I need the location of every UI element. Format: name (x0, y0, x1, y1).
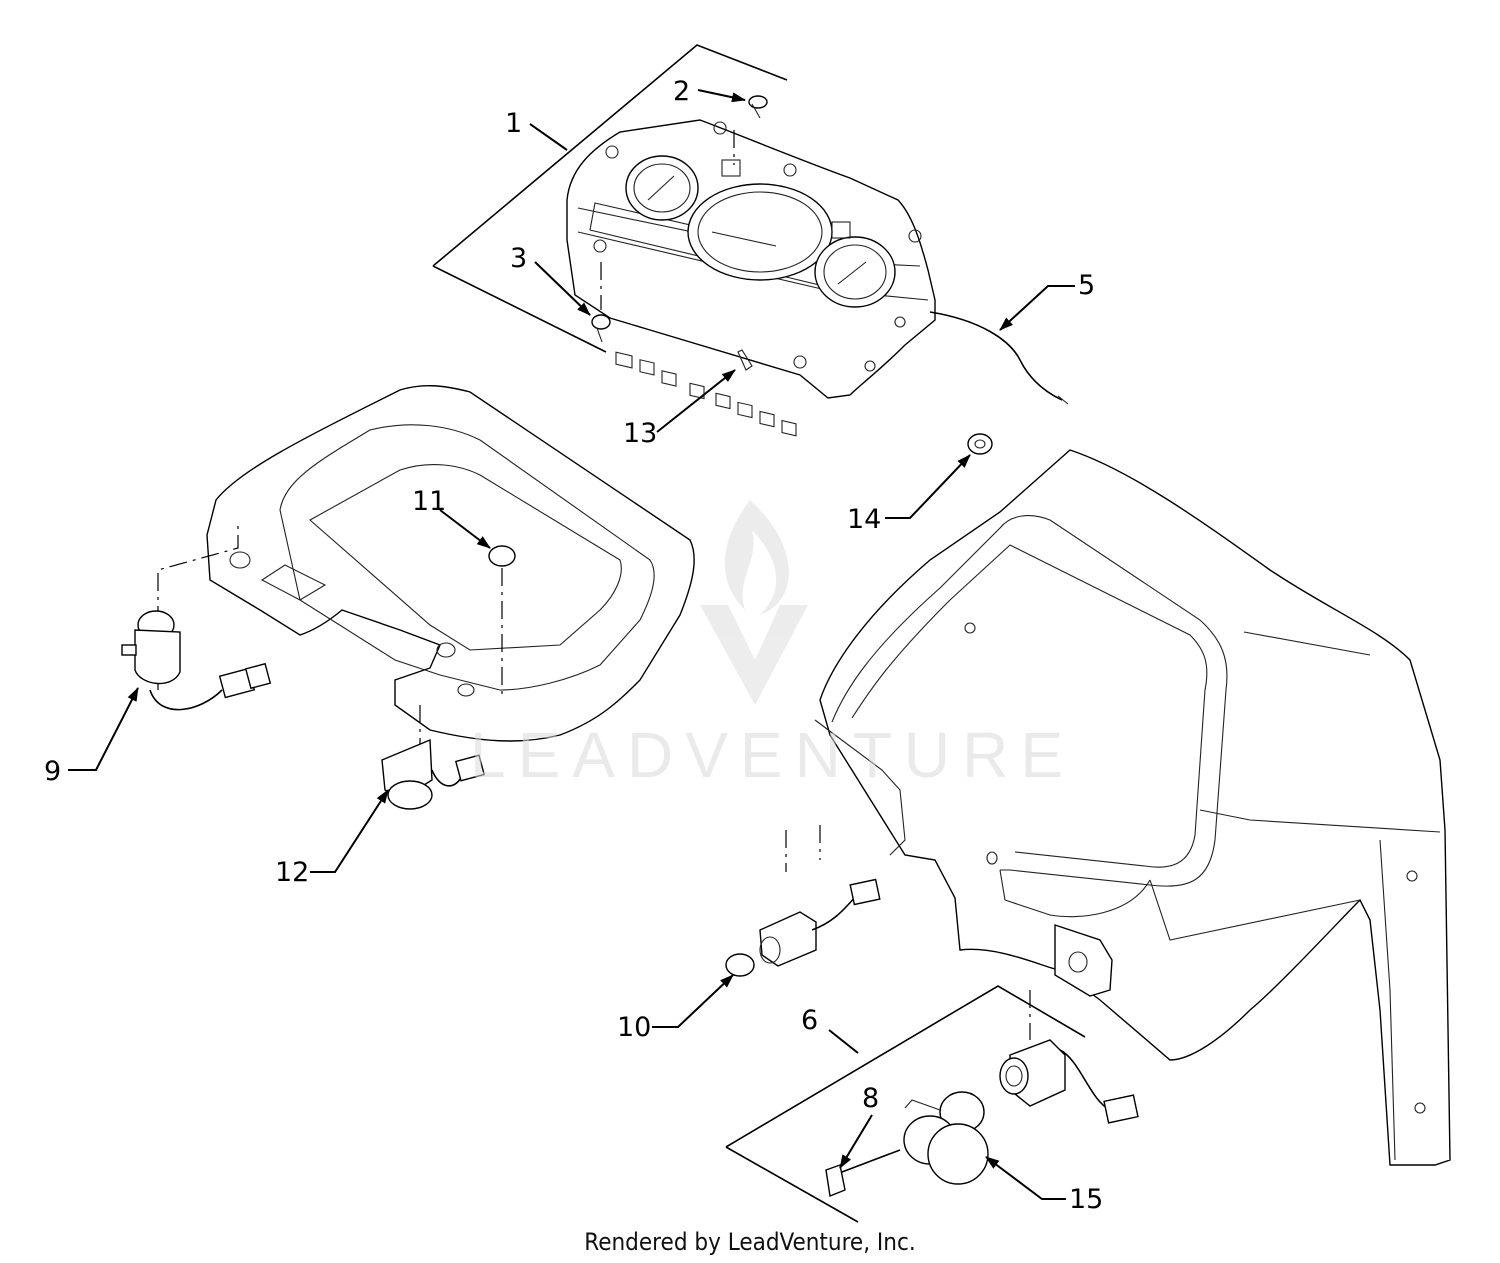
speedometer-cable (929, 311, 1069, 405)
callout-8: 8 (862, 1083, 880, 1114)
key-8 (825, 1149, 901, 1197)
ignition-switch-group (725, 985, 1139, 1223)
callout-2: 2 (673, 76, 691, 107)
screw-3 (591, 314, 611, 343)
watermark-logo (700, 500, 808, 705)
dash-bezel (206, 385, 695, 742)
credit-footer: Rendered by LeadVenture, Inc. (584, 1228, 916, 1256)
clip-13 (737, 349, 753, 371)
callout-12: 12 (275, 857, 310, 888)
instrument-cluster (432, 44, 936, 437)
callout-1: 1 (505, 108, 523, 139)
hood (814, 449, 1451, 1166)
callout-5: 5 (1078, 270, 1096, 301)
callout-11: 11 (412, 486, 447, 517)
screw-2 (748, 95, 768, 119)
callout-13: 13 (623, 418, 658, 449)
nut-14 (967, 433, 993, 455)
callout-9: 9 (44, 756, 62, 787)
leader-lines (68, 89, 1075, 1200)
callout-6: 6 (801, 1005, 819, 1036)
plug-11 (488, 545, 516, 700)
switch-10 (725, 825, 881, 977)
rotary-switch-9 (121, 520, 272, 711)
watermark-text: LEADVENTURE (470, 719, 1075, 791)
callout-3: 3 (510, 243, 528, 274)
callout-15: 15 (1069, 1184, 1104, 1215)
callout-10: 10 (617, 1012, 652, 1043)
callout-14: 14 (847, 504, 882, 535)
